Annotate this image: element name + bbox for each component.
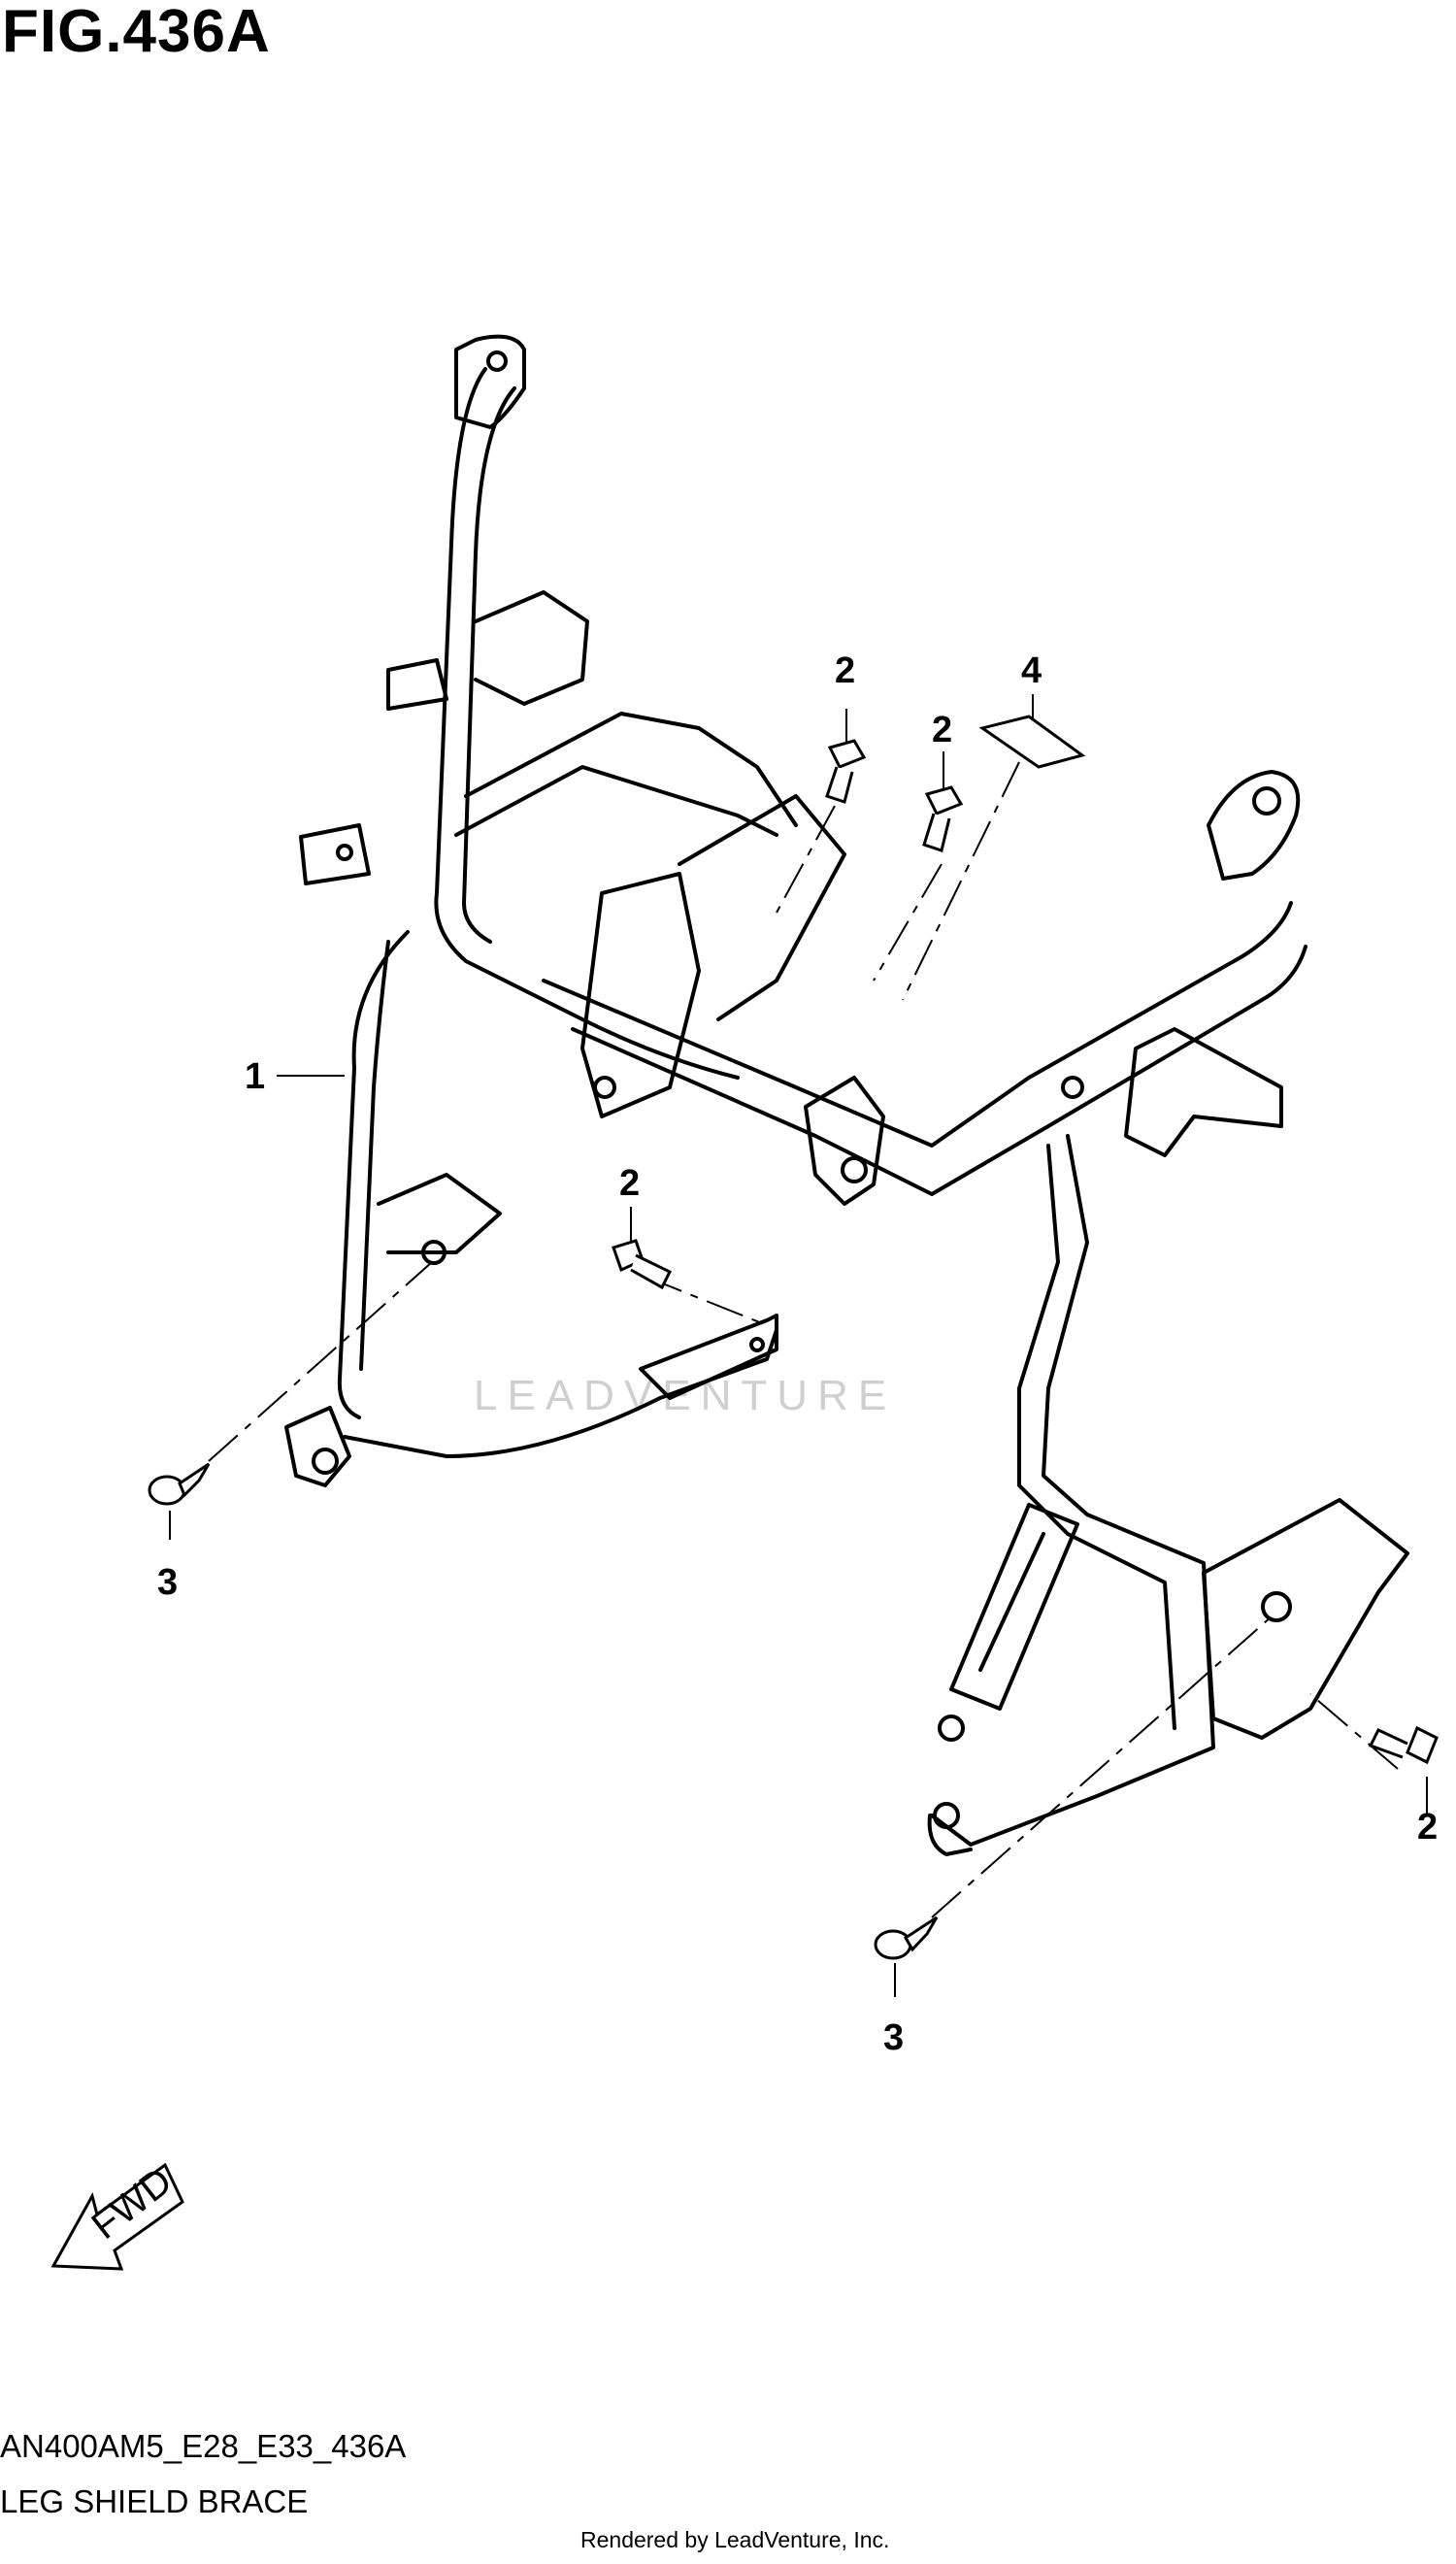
main-cross-member — [542, 901, 1293, 1148]
brace-left-lower-inner — [359, 940, 390, 1371]
right-plate — [949, 1503, 1079, 1711]
left-lower-bracket — [377, 1173, 502, 1254]
bolt-2b — [922, 785, 964, 852]
right-frame-down-2 — [1017, 1144, 1176, 1730]
screw-3a — [148, 1462, 211, 1506]
callout-2d: 2 — [1417, 1807, 1439, 1848]
center-bracket — [580, 872, 701, 1118]
figure-title: FIG.436A — [2, 0, 271, 65]
upper-frame-2 — [454, 765, 778, 837]
left-foot — [284, 1406, 351, 1487]
lower-strap — [639, 1314, 778, 1400]
callout-2c: 2 — [619, 1163, 641, 1204]
right-clamp-box — [1202, 1498, 1409, 1740]
bolt-2a — [825, 739, 867, 804]
callout-3b: 3 — [883, 2017, 905, 2058]
right-small-bracket — [1124, 1027, 1283, 1157]
bolt-2d — [1368, 1725, 1439, 1765]
right-end-hole — [1252, 786, 1281, 816]
clip-4 — [978, 715, 1086, 769]
main-cross-member-2 — [571, 945, 1307, 1196]
right-end-tab — [1207, 770, 1301, 881]
fwd-arrow — [50, 2162, 184, 2271]
diagram-code: AN400AM5_E28_E33_436A — [0, 2428, 407, 2464]
top-left-tab-hole — [486, 350, 508, 372]
callout-3a: 3 — [157, 1562, 179, 1603]
left-clip-2 — [386, 658, 448, 711]
top-left-tab — [454, 334, 526, 429]
screw-3b — [874, 1915, 939, 1960]
brace-left-tube — [434, 367, 740, 1080]
callout-2b: 2 — [932, 710, 953, 750]
brace-left-tube-inner — [462, 386, 516, 944]
center-plate — [678, 794, 846, 1021]
left-lower-bar — [343, 1328, 778, 1458]
callout-4: 4 — [1021, 650, 1042, 691]
lower-right-foot — [927, 1814, 973, 1856]
bolt-2c — [612, 1239, 673, 1290]
diagram-caption: LEG SHIELD BRACE — [0, 2483, 309, 2519]
callout-1: 1 — [245, 1056, 266, 1097]
mid-clamp — [804, 1076, 885, 1206]
rendered-by: Rendered by LeadVenture, Inc. — [580, 2527, 890, 2552]
right-frame-down — [930, 1134, 1215, 1847]
left-clip-1 — [299, 823, 371, 885]
brace-left-lower — [337, 930, 410, 1419]
watermark: LEADVENTURE — [474, 1372, 897, 1419]
callout-2a: 2 — [835, 650, 856, 691]
upper-frame — [464, 712, 798, 827]
upper-box-left — [474, 590, 589, 706]
